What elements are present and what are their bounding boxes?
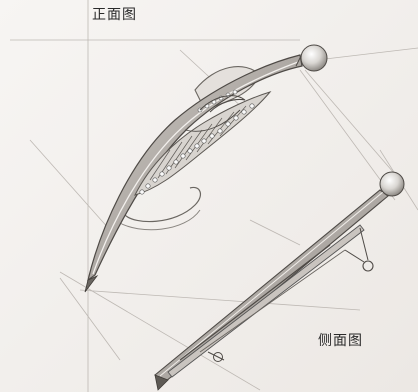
construction-lines [10, 0, 418, 392]
front-view-brooch [84, 44, 328, 293]
side-view-label: 侧面图 [318, 333, 363, 349]
front-view-label: 正面图 [92, 7, 137, 23]
side-view-pin [154, 171, 405, 391]
